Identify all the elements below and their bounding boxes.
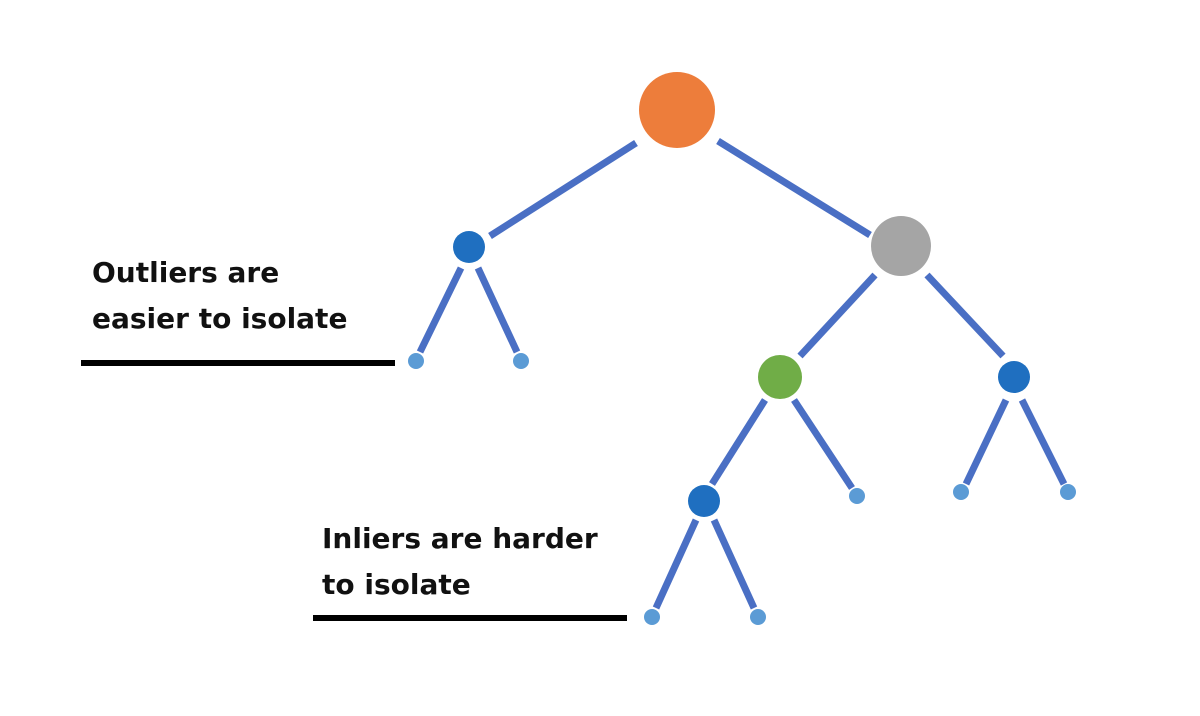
outliers-annotation-line1: Outliers are [92, 256, 280, 289]
edge-rightblue-leaf1 [962, 398, 1010, 486]
edge-left-leaf2 [474, 266, 521, 354]
inliers-annotation: Inliers are harder to isolate [322, 516, 598, 608]
tree-nodes [408, 72, 1076, 625]
right-internal-node [998, 361, 1030, 393]
leaf-node [644, 609, 660, 625]
tree-edges [416, 138, 1068, 610]
edge-root-left [488, 140, 638, 239]
edge-green-blue [709, 398, 768, 486]
inliers-annotation-line1: Inliers are harder [322, 522, 598, 555]
left-internal-node [453, 231, 485, 263]
edge-root-right [716, 138, 872, 238]
edge-gray-blue [924, 272, 1006, 359]
root-node [639, 72, 715, 148]
annotation-underlines [81, 360, 627, 621]
right-gray-node [871, 216, 931, 276]
outliers-annotation-line2: easier to isolate [92, 302, 348, 335]
edge-rightblue-leaf2 [1018, 398, 1068, 486]
leaf-node [849, 488, 865, 504]
edge-lowblue-leaf2 [710, 518, 758, 610]
green-node [758, 355, 802, 399]
lower-internal-node [688, 485, 720, 517]
leaf-node [513, 353, 529, 369]
inliers-annotation-line2: to isolate [322, 568, 471, 601]
leaf-node [408, 353, 424, 369]
edge-left-leaf1 [416, 266, 465, 354]
leaf-node [953, 484, 969, 500]
edge-green-leaf [791, 398, 855, 490]
outliers-annotation: Outliers are easier to isolate [92, 250, 347, 342]
edge-gray-green [797, 272, 878, 359]
leaf-node [1060, 484, 1076, 500]
edge-lowblue-leaf1 [652, 518, 700, 610]
leaf-node [750, 609, 766, 625]
